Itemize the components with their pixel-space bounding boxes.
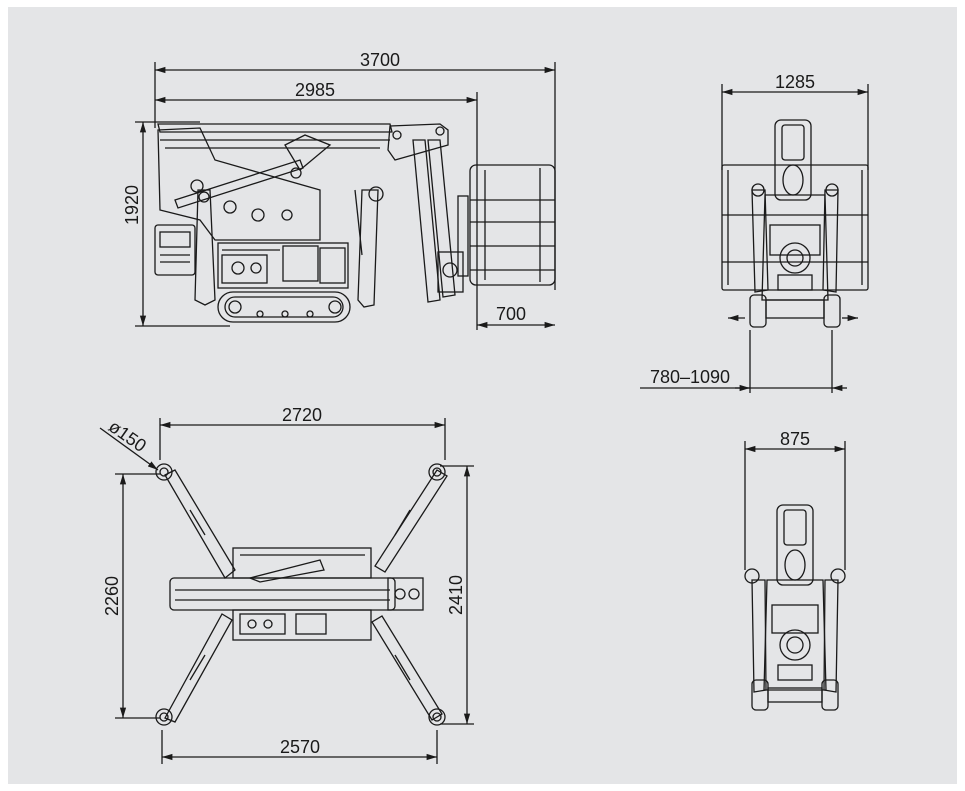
label-compact-width: 875: [780, 429, 810, 449]
label-height: 1920: [122, 185, 142, 225]
dimension-footprint-right: [440, 465, 474, 725]
front-view-machine: [721, 119, 869, 328]
label-boom-length: 2985: [295, 80, 335, 100]
dimension-basket-width: [721, 84, 869, 170]
top-view: [99, 418, 474, 764]
dimension-compact-width: [744, 441, 846, 570]
label-pad-diameter: ø150: [105, 416, 150, 456]
label-track-width: 780–1090: [650, 367, 730, 387]
side-view-machine: [154, 123, 556, 323]
label-overall-length: 3700: [360, 50, 400, 70]
label-outrigger-top: 2720: [282, 405, 322, 425]
compact-machine: [744, 504, 846, 711]
dimension-outrigger-top: [159, 418, 446, 460]
label-footprint-right: 2410: [446, 575, 466, 615]
label-footprint-left: 2260: [102, 576, 122, 616]
dimension-footprint-left: [115, 473, 160, 719]
dimension-track-width: [640, 314, 858, 393]
dimension-height: [135, 121, 230, 327]
label-basket-depth: 700: [496, 304, 526, 324]
dimension-pad-diameter: [99, 427, 159, 471]
front-view-basket: [640, 84, 869, 393]
top-view-machine: [155, 463, 448, 726]
label-outrigger-bottom: 2570: [280, 737, 320, 757]
drawing-background: [8, 7, 957, 784]
front-view-compact: [744, 441, 846, 711]
dimension-boom-length: [155, 92, 478, 330]
side-view: [135, 62, 556, 330]
dimension-outrigger-bottom: [161, 730, 438, 764]
label-basket-width: 1285: [775, 72, 815, 92]
dimension-overall-length: [154, 62, 556, 290]
